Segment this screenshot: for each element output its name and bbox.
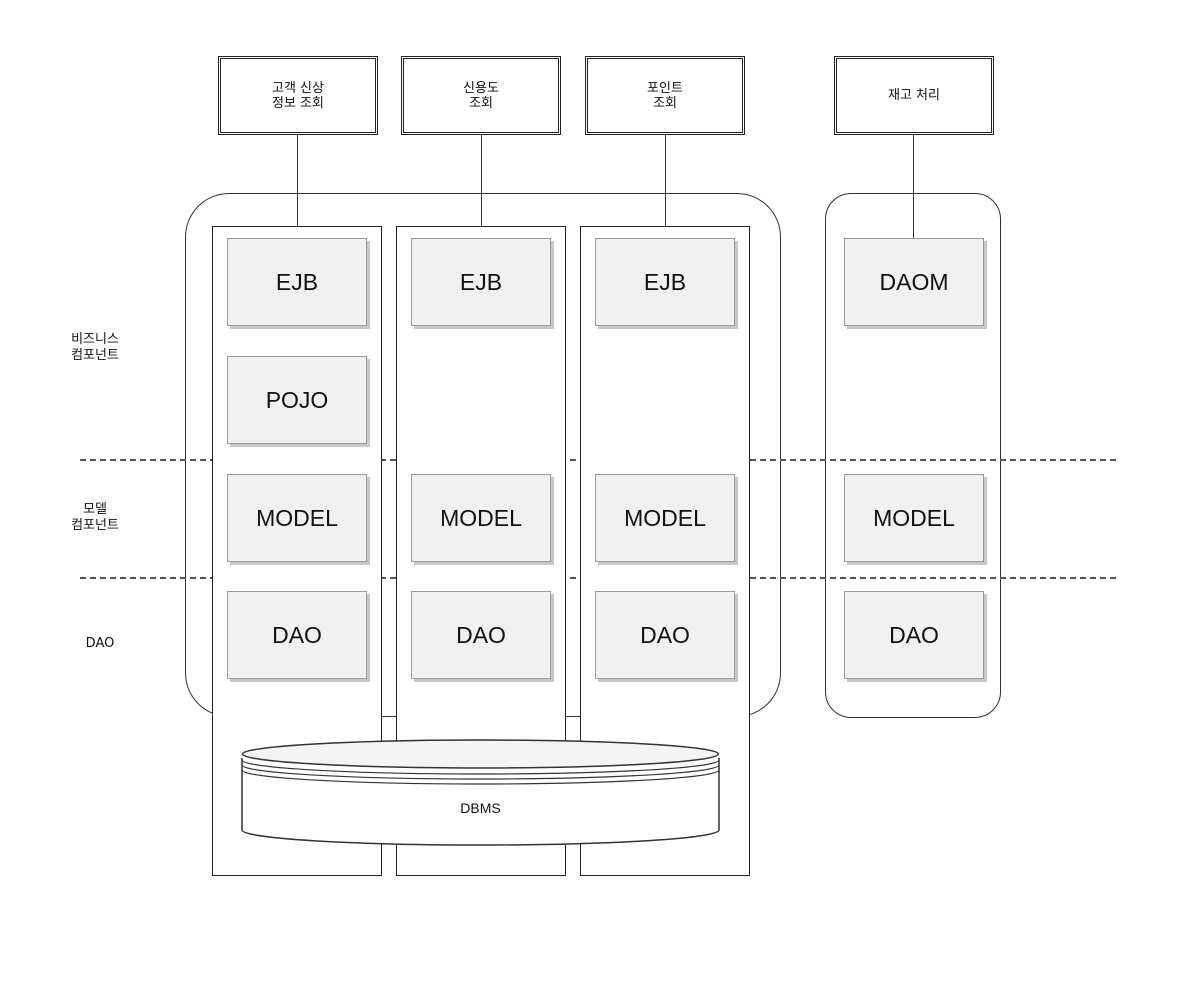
dbms-label: DBMS	[460, 800, 501, 816]
component-dao: DAO	[411, 591, 551, 679]
connector-credit	[481, 134, 482, 226]
component-model: MODEL	[844, 474, 984, 562]
entry-box-points: 포인트 조회	[585, 56, 745, 135]
component-model: MODEL	[411, 474, 551, 562]
entry-box-customer-info: 고객 신상 정보 조회	[218, 56, 378, 135]
dbms-cylinder	[241, 739, 720, 846]
layer-label-business: 비즈니스 컴포넌트	[71, 332, 119, 363]
entry-box-inventory: 재고 처리	[834, 56, 994, 135]
component-dao: DAO	[227, 591, 367, 679]
component-ejb: EJB	[595, 238, 735, 326]
component-daom: DAOM	[844, 238, 984, 326]
layer-label-dao: DAO	[85, 636, 115, 651]
entry-box-credit: 신용도 조회	[401, 56, 561, 135]
component-pojo: POJO	[227, 356, 367, 444]
component-ejb: EJB	[227, 238, 367, 326]
component-model: MODEL	[595, 474, 735, 562]
component-dao: DAO	[844, 591, 984, 679]
component-ejb: EJB	[411, 238, 551, 326]
connector-customer-info	[297, 134, 298, 226]
layer-label-model: 모델 컴포넌트	[71, 502, 119, 533]
component-dao: DAO	[595, 591, 735, 679]
connector-points	[665, 134, 666, 226]
component-model: MODEL	[227, 474, 367, 562]
connector-inventory	[913, 134, 914, 238]
